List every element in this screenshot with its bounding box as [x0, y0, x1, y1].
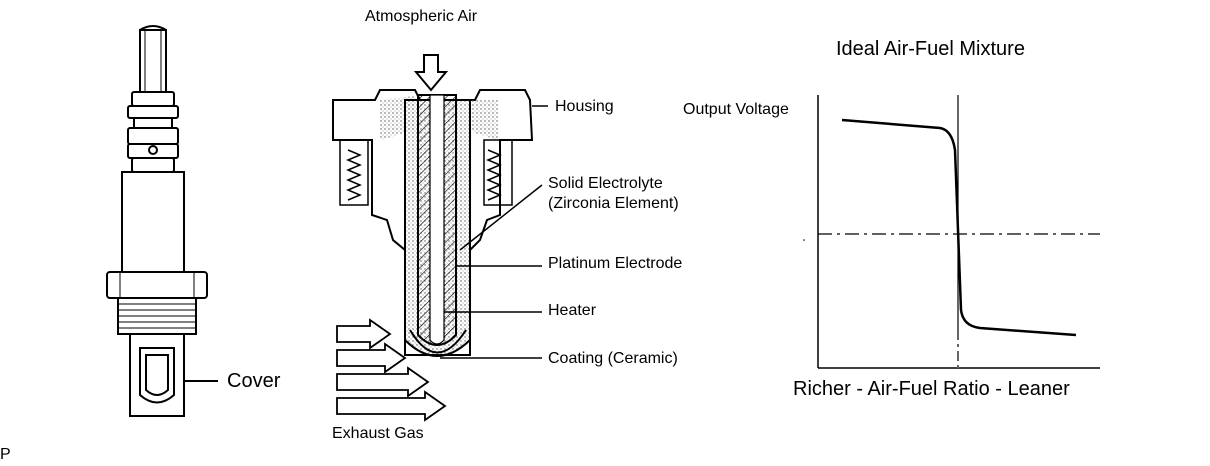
cover-label: Cover — [227, 370, 281, 392]
platinum-electrode-label: Platinum Electrode — [548, 255, 683, 272]
heater-label: Heater — [548, 302, 597, 319]
graph-y-axis-label: Output Voltage — [683, 101, 789, 118]
oxygen-sensor-exterior — [106, 25, 208, 417]
voltage-graph — [803, 95, 1100, 369]
corner-mark-label: P — [0, 446, 11, 463]
coating-label: Coating (Ceramic) — [548, 350, 678, 367]
zirconia-element-label: (Zirconia Element) — [548, 195, 679, 212]
housing-label: Housing — [555, 98, 614, 115]
solid-electrolyte-label: Solid Electrolyte — [548, 175, 663, 192]
atmospheric-air-label: Atmospheric Air — [365, 8, 478, 25]
exhaust-gas-label: Exhaust Gas — [332, 425, 424, 442]
exhaust-gas-arrows — [336, 318, 447, 422]
graph-x-axis-label: Richer - Air-Fuel Ratio - Leaner — [793, 378, 1070, 400]
label-leader-lines — [440, 105, 548, 359]
sensor-cross-section — [332, 89, 534, 357]
atmospheric-air-arrow — [413, 54, 449, 92]
voltage-curve — [841, 118, 1077, 337]
graph-title: Ideal Air-Fuel Mixture — [836, 38, 1025, 60]
